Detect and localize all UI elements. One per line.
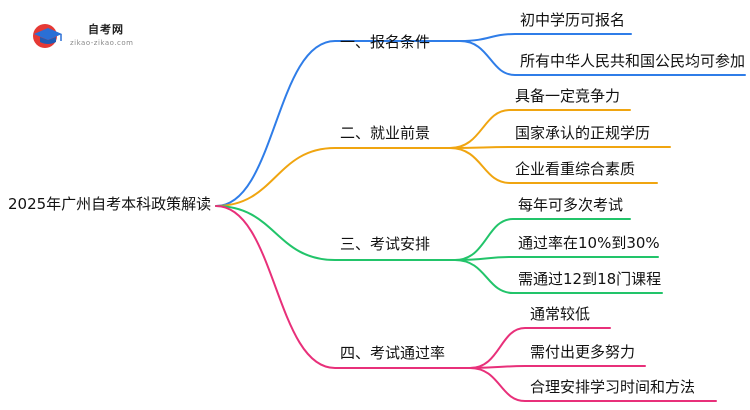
leaf-connector <box>449 146 671 149</box>
branch-connector <box>215 40 461 207</box>
leaf-label: 国家承认的正规学历 <box>515 124 651 142</box>
leaf-label: 每年可多次考试 <box>518 196 624 214</box>
graduation-cap-icon <box>33 24 62 48</box>
leaf-connector <box>454 259 663 294</box>
leaf-connector <box>459 40 746 76</box>
leaf-label: 通常较低 <box>530 305 591 323</box>
branch-connector <box>215 205 456 261</box>
leaf-label: 初中学历可报名 <box>520 11 626 29</box>
leaf-label: 需通过12到18门课程 <box>518 270 662 288</box>
branch-connector <box>215 205 471 369</box>
leaf-connector <box>469 327 611 369</box>
branch-label: 三、考试安排 <box>340 235 431 253</box>
branch-label: 四、考试通过率 <box>340 344 446 362</box>
branch-label: 一、报名条件 <box>340 33 431 51</box>
leaf-connector <box>449 147 658 184</box>
leaf-connector <box>459 33 632 42</box>
logo-title: 自考网 <box>88 23 124 36</box>
leaf-connector <box>454 218 631 261</box>
leaf-label: 所有中华人民共和国公民均可参加 <box>520 52 746 70</box>
branch-label: 二、就业前景 <box>340 124 431 142</box>
leaf-connector <box>469 365 646 369</box>
leaf-connector <box>449 109 631 149</box>
root-topic: 2025年广州自考本科政策解读 <box>8 195 212 213</box>
leaf-label: 具备一定竞争力 <box>515 87 621 105</box>
logo-url: zikao-zikao.com <box>70 39 134 47</box>
leaf-connector <box>454 256 659 261</box>
leaf-label: 需付出更多努力 <box>530 343 636 361</box>
leaf-label: 企业看重综合素质 <box>515 160 636 178</box>
leaf-label: 通过率在10%到30% <box>518 234 660 252</box>
leaf-label: 合理安排学习时间和方法 <box>530 378 696 396</box>
branch-connector <box>215 147 451 207</box>
site-logo[interactable]: 自考网 zikao-zikao.com <box>30 20 170 50</box>
leaf-connector <box>469 367 717 402</box>
